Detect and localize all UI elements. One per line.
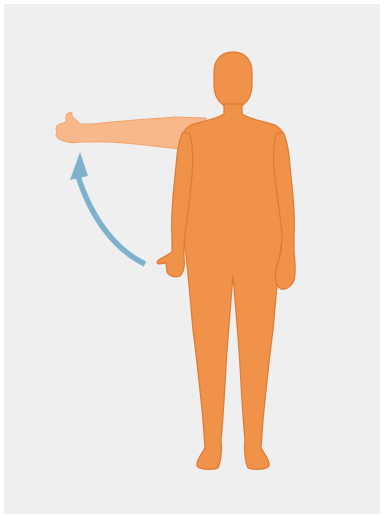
arrow-shaft bbox=[78, 176, 145, 264]
head bbox=[214, 52, 252, 106]
human-figure bbox=[157, 52, 295, 469]
motion-arrow bbox=[70, 152, 145, 264]
arrow-head bbox=[70, 152, 88, 180]
